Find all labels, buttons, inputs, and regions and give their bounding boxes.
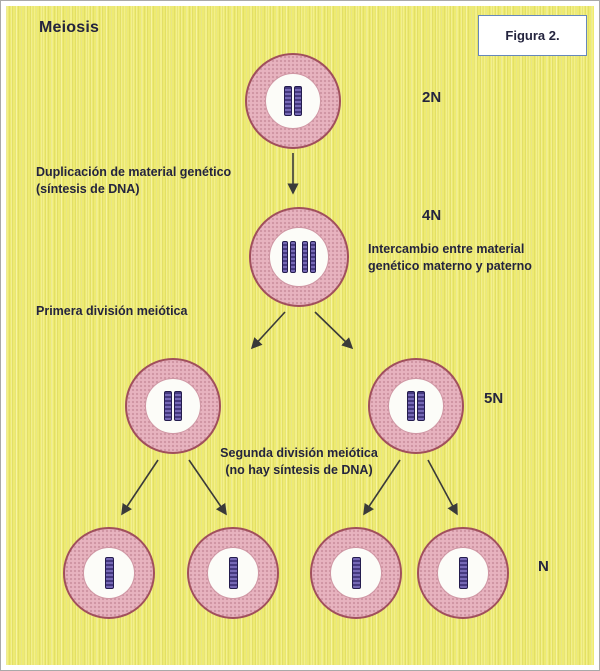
- chromosome: [104, 557, 114, 589]
- duplication-note-line2: (síntesis de DNA): [36, 182, 140, 196]
- exchange-note-line2: genético materno y paterno: [368, 259, 532, 273]
- chromosome: [174, 391, 182, 421]
- chromosome: [458, 557, 468, 589]
- chromosome-pair: [164, 391, 182, 421]
- ploidy-label-n: N: [538, 558, 549, 575]
- nucleus: [269, 227, 329, 287]
- first-division-note: Primera división meiótica: [36, 304, 188, 318]
- chromosome: [284, 86, 292, 116]
- chromosome-pair: [284, 86, 302, 116]
- ploidy-label-5n: 5N: [484, 390, 504, 407]
- figure-title: Meiosis: [39, 19, 100, 36]
- duplication-note-line1: Duplicación de material genético: [36, 165, 232, 179]
- cell-gamete-4: [417, 527, 509, 619]
- nucleus: [330, 547, 382, 599]
- figure-label: Figura 2.: [505, 28, 560, 43]
- chromosome-groups: [282, 241, 316, 273]
- chromosome: [290, 241, 296, 273]
- cell-meiosis1-left: [125, 358, 221, 454]
- exchange-note-line1: Intercambio entre material: [368, 242, 525, 256]
- second-division-note: Segunda división meiótica (no hay síntes…: [189, 445, 409, 479]
- chromosome-pair: [407, 391, 425, 421]
- cell-meiosis1-right: [368, 358, 464, 454]
- chromosome-pair: [282, 241, 296, 273]
- chromosome: [302, 241, 308, 273]
- cell-gamete-1: [63, 527, 155, 619]
- cell-gamete-3: [310, 527, 402, 619]
- chromosome: [294, 86, 302, 116]
- nucleus: [83, 547, 135, 599]
- chromosome: [282, 241, 288, 273]
- ploidy-label-4n: 4N: [422, 207, 442, 224]
- duplication-note: Duplicación de material genético (síntes…: [36, 164, 231, 198]
- figure-label-box: Figura 2.: [478, 15, 587, 56]
- cell-duplicated-4n: [249, 207, 349, 307]
- second-division-note-line1: Segunda división meiótica: [220, 446, 378, 460]
- chromosome: [407, 391, 415, 421]
- chromosome: [164, 391, 172, 421]
- nucleus: [437, 547, 489, 599]
- chromosome: [310, 241, 316, 273]
- chromosome-pair: [302, 241, 316, 273]
- cell-gamete-2: [187, 527, 279, 619]
- chromosome: [228, 557, 238, 589]
- cell-parent-2n: [245, 53, 341, 149]
- chromosome: [351, 557, 361, 589]
- ploidy-label-2n: 2N: [422, 89, 442, 106]
- nucleus: [207, 547, 259, 599]
- nucleus: [145, 378, 201, 434]
- nucleus: [265, 73, 321, 129]
- exchange-note: Intercambio entre material genético mate…: [368, 241, 532, 275]
- chromosome: [417, 391, 425, 421]
- second-division-note-line2: (no hay síntesis de DNA): [225, 463, 373, 477]
- nucleus: [388, 378, 444, 434]
